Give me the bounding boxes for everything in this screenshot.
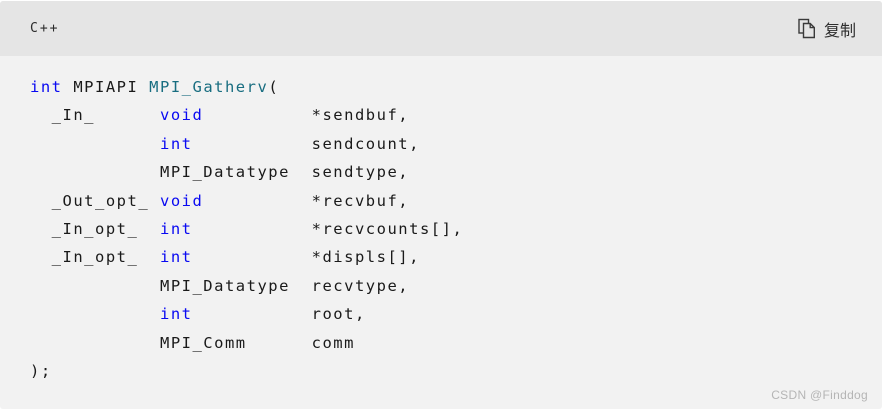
plain-token: sendcount, [192,134,420,153]
plain-token: MPI_Datatype sendtype, [30,163,410,182]
plain-token: MPI_Comm comm [30,333,355,352]
keyword-token: int [159,134,193,153]
plain-token [30,305,160,323]
keyword-token: int [159,248,193,267]
plain-token: _In_ [30,106,160,125]
plain-token: *recvcounts[], [192,219,464,238]
plain-token: _Out_opt_ [30,191,160,210]
plain-token: _In_opt_ [30,219,160,238]
plain-token: ); [30,361,52,380]
code-line: _In_opt_ int *displs[], [30,243,852,271]
code-line: _In_opt_ int *recvcounts[], [30,215,852,243]
keyword-token: void [159,191,204,210]
code-line: MPI_Comm comm [30,329,852,357]
copy-icon [797,18,816,39]
code-line: int MPIAPI MPI_Gatherv( [30,73,852,101]
code-line: MPI_Datatype sendtype, [30,158,852,186]
keyword-token: void [159,106,204,125]
keyword-token: int [159,219,193,238]
copy-button[interactable]: 复制 [795,13,858,45]
plain-token: MPIAPI [62,78,150,96]
plain-token: *displs[], [192,248,420,267]
language-label: C++ [30,21,60,36]
code-line: MPI_Datatype recvtype, [30,272,852,300]
plain-token: *sendbuf, [203,106,410,125]
plain-token [30,135,160,153]
code-line: _In_ void *sendbuf, [30,101,852,129]
plain-token: ( [268,78,280,96]
plain-token: root, [192,305,366,324]
watermark: CSDN @Finddog [771,388,868,402]
code-line: _Out_opt_ void *recvbuf, [30,187,852,215]
keyword-token: int [159,305,193,324]
copy-button-label: 复制 [823,22,856,40]
plain-token: _In_opt_ [30,248,160,267]
code-area: int MPIAPI MPI_Gatherv( _In_ void *sendb… [0,56,882,385]
code-line: int root, [30,300,852,328]
code-line: ); [30,357,852,385]
code-block-header: C++ 复制 [0,1,882,56]
code-line: int sendcount, [30,130,852,158]
plain-token: MPI_Datatype recvtype, [30,276,410,295]
keyword-token: int [30,78,63,96]
function-name-token: MPI_Gatherv [149,78,269,96]
plain-token: *recvbuf, [203,191,410,210]
